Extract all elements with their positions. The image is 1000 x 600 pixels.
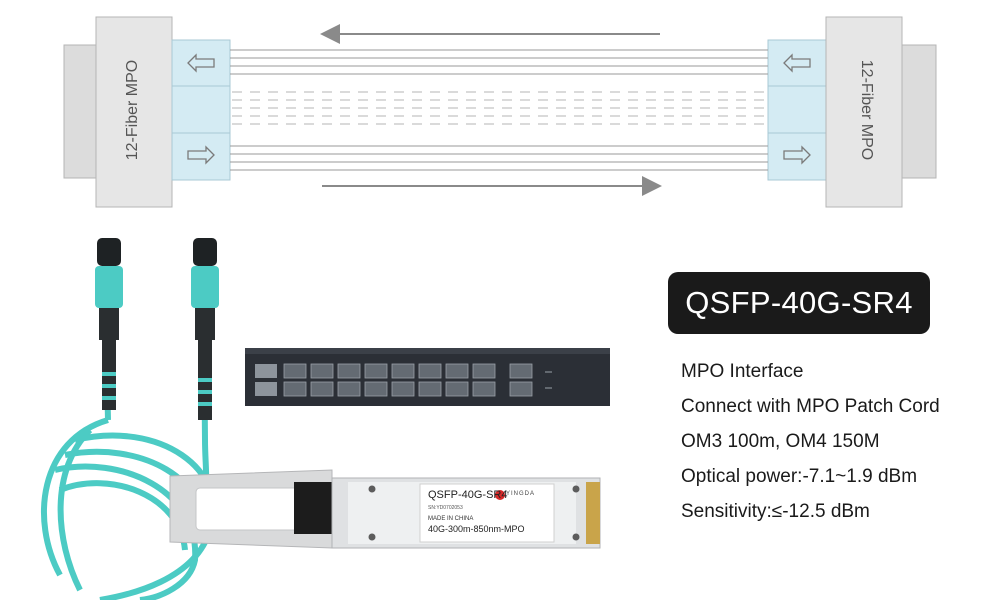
mpo-patch-cord bbox=[41, 238, 219, 600]
spec-item: MPO Interface bbox=[681, 361, 804, 382]
spec-item: Sensitivity:≤-12.5 dBm bbox=[681, 501, 870, 522]
module-brand-text: YINGDA bbox=[506, 491, 536, 497]
module-model-text: QSFP-40G-SR4 bbox=[428, 489, 508, 501]
right-tx-arrow-icon bbox=[783, 145, 811, 165]
model-badge: QSFP-40G-SR4 bbox=[668, 272, 930, 334]
spec-item: OM3 100m, OM4 150M bbox=[681, 431, 880, 452]
network-switch bbox=[245, 348, 610, 406]
left-tx-arrow-icon bbox=[187, 145, 215, 165]
module-serial-text: SN:YD0702053 bbox=[428, 505, 463, 511]
left-port-block bbox=[171, 39, 231, 181]
module-spec-text: 40G-300m-850nm-MPO bbox=[428, 524, 525, 534]
left-rx-arrow-icon bbox=[187, 53, 215, 73]
fiber-lines bbox=[230, 49, 768, 171]
module-label bbox=[419, 483, 555, 543]
left-connector-body bbox=[95, 16, 173, 208]
spec-list: MPO Interface Connect with MPO Patch Cor… bbox=[681, 360, 940, 535]
spec-item: Connect with MPO Patch Cord bbox=[681, 396, 940, 417]
right-connector-label: 12-Fiber MPO bbox=[858, 59, 875, 161]
right-rx-arrow-icon bbox=[783, 53, 811, 73]
mpo-plug-left bbox=[97, 238, 121, 266]
left-connector-flange bbox=[63, 44, 99, 179]
mpo-plug-right bbox=[193, 238, 217, 266]
brand-logo-icon bbox=[495, 490, 505, 500]
spec-item: Optical power:-7.1~1.9 dBm bbox=[681, 466, 918, 487]
fiber-diagram bbox=[63, 16, 937, 208]
module-origin-text: MADE IN CHINA bbox=[428, 516, 474, 522]
right-port-block bbox=[767, 39, 827, 181]
right-connector-flange bbox=[901, 44, 937, 179]
unused-fiber-lines bbox=[232, 91, 766, 125]
qsfp-module bbox=[169, 469, 601, 549]
left-connector-label: 12-Fiber MPO bbox=[124, 59, 141, 161]
